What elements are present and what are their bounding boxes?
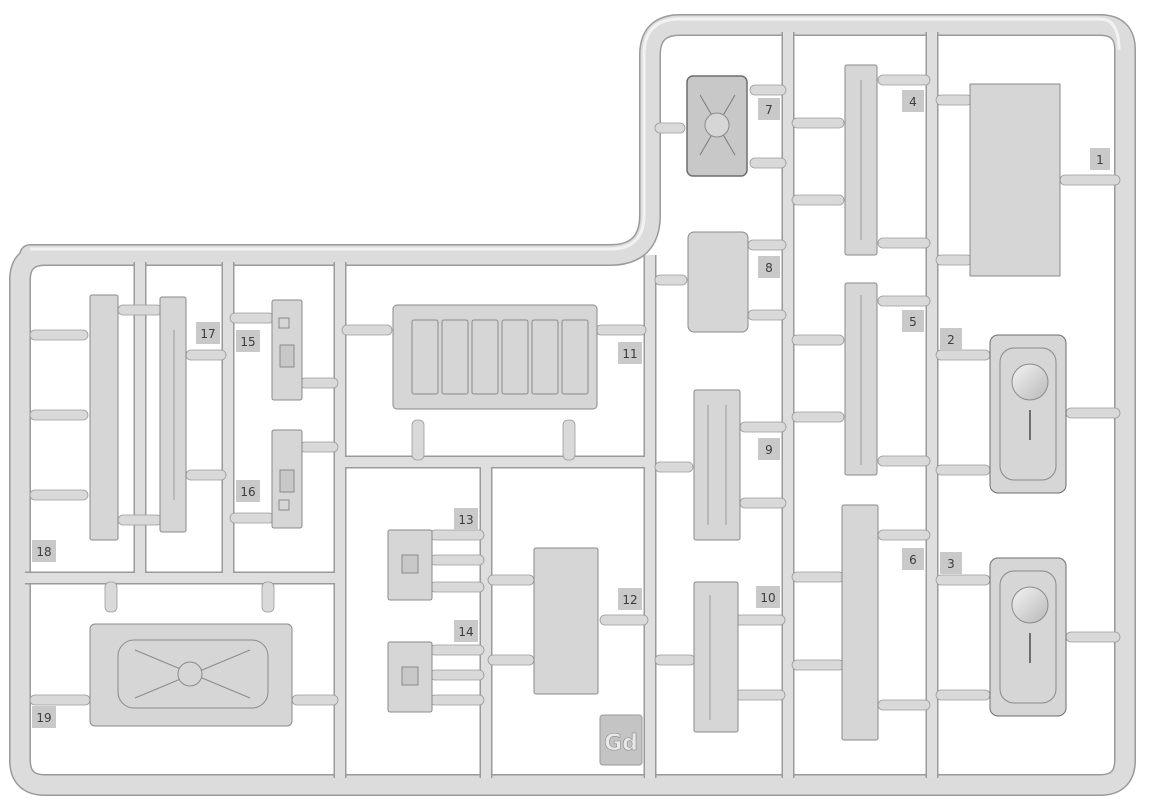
tag-9: 9 (758, 438, 780, 460)
sprue-gates (29, 74, 1121, 711)
tag-8: 8 (758, 256, 780, 278)
svg-text:4: 4 (909, 95, 917, 109)
svg-text:Gd: Gd (604, 731, 638, 756)
tag-15: 15 (236, 330, 260, 352)
part-long-bar-left (89, 294, 119, 541)
svg-text:10: 10 (760, 591, 775, 605)
svg-text:8: 8 (765, 261, 773, 275)
sprue-parts (89, 64, 1067, 741)
tag-10: 10 (756, 586, 780, 608)
tag-16: 16 (236, 480, 260, 502)
svg-text:16: 16 (240, 485, 255, 499)
svg-text:14: 14 (458, 625, 473, 639)
svg-text:12: 12 (622, 593, 637, 607)
svg-text:13: 13 (458, 513, 473, 527)
svg-text:7: 7 (765, 103, 773, 117)
svg-text:15: 15 (240, 335, 255, 349)
tag-4: 4 (902, 90, 924, 112)
tag-19: 19 (32, 706, 56, 728)
part-plate-12 (533, 547, 599, 695)
svg-text:17: 17 (200, 327, 215, 341)
tag-12: 12 (618, 588, 642, 610)
part-box-8 (687, 231, 749, 333)
svg-text:2: 2 (947, 333, 955, 347)
svg-text:3: 3 (947, 557, 955, 571)
svg-text:19: 19 (36, 711, 51, 725)
part-rail-6 (841, 504, 879, 741)
part-ribbed-panel-11 (392, 304, 598, 410)
tag-2: 2 (940, 328, 962, 350)
sprue-runners (25, 32, 939, 778)
part-number-tags: 1 2 3 4 5 6 7 8 9 10 11 12 13 14 15 16 1… (32, 90, 1110, 728)
svg-text:11: 11 (622, 347, 637, 361)
svg-text:18: 18 (36, 545, 51, 559)
sprue-letter-tag: Gd (599, 714, 643, 766)
tag-13: 13 (454, 508, 478, 530)
tag-5: 5 (902, 310, 924, 332)
tag-7: 7 (758, 98, 780, 120)
sprue-frame (9, 14, 1136, 796)
tag-14: 14 (454, 620, 478, 642)
part-hatch-3 (989, 557, 1067, 717)
part-long-bar-right (159, 296, 187, 533)
tag-18: 18 (32, 540, 56, 562)
tag-17: 17 (196, 322, 220, 344)
tag-3: 3 (940, 552, 962, 574)
tag-11: 11 (618, 342, 642, 364)
part-sheet-1 (969, 83, 1061, 277)
tag-1: 1 (1090, 148, 1110, 170)
svg-text:9: 9 (765, 443, 773, 457)
part-strip-9 (693, 389, 741, 541)
part-strip-10 (693, 581, 739, 733)
part-hatch-2 (989, 334, 1067, 494)
tag-6: 6 (902, 548, 924, 570)
svg-text:1: 1 (1096, 153, 1104, 167)
svg-text:5: 5 (909, 315, 917, 329)
svg-text:6: 6 (909, 553, 917, 567)
